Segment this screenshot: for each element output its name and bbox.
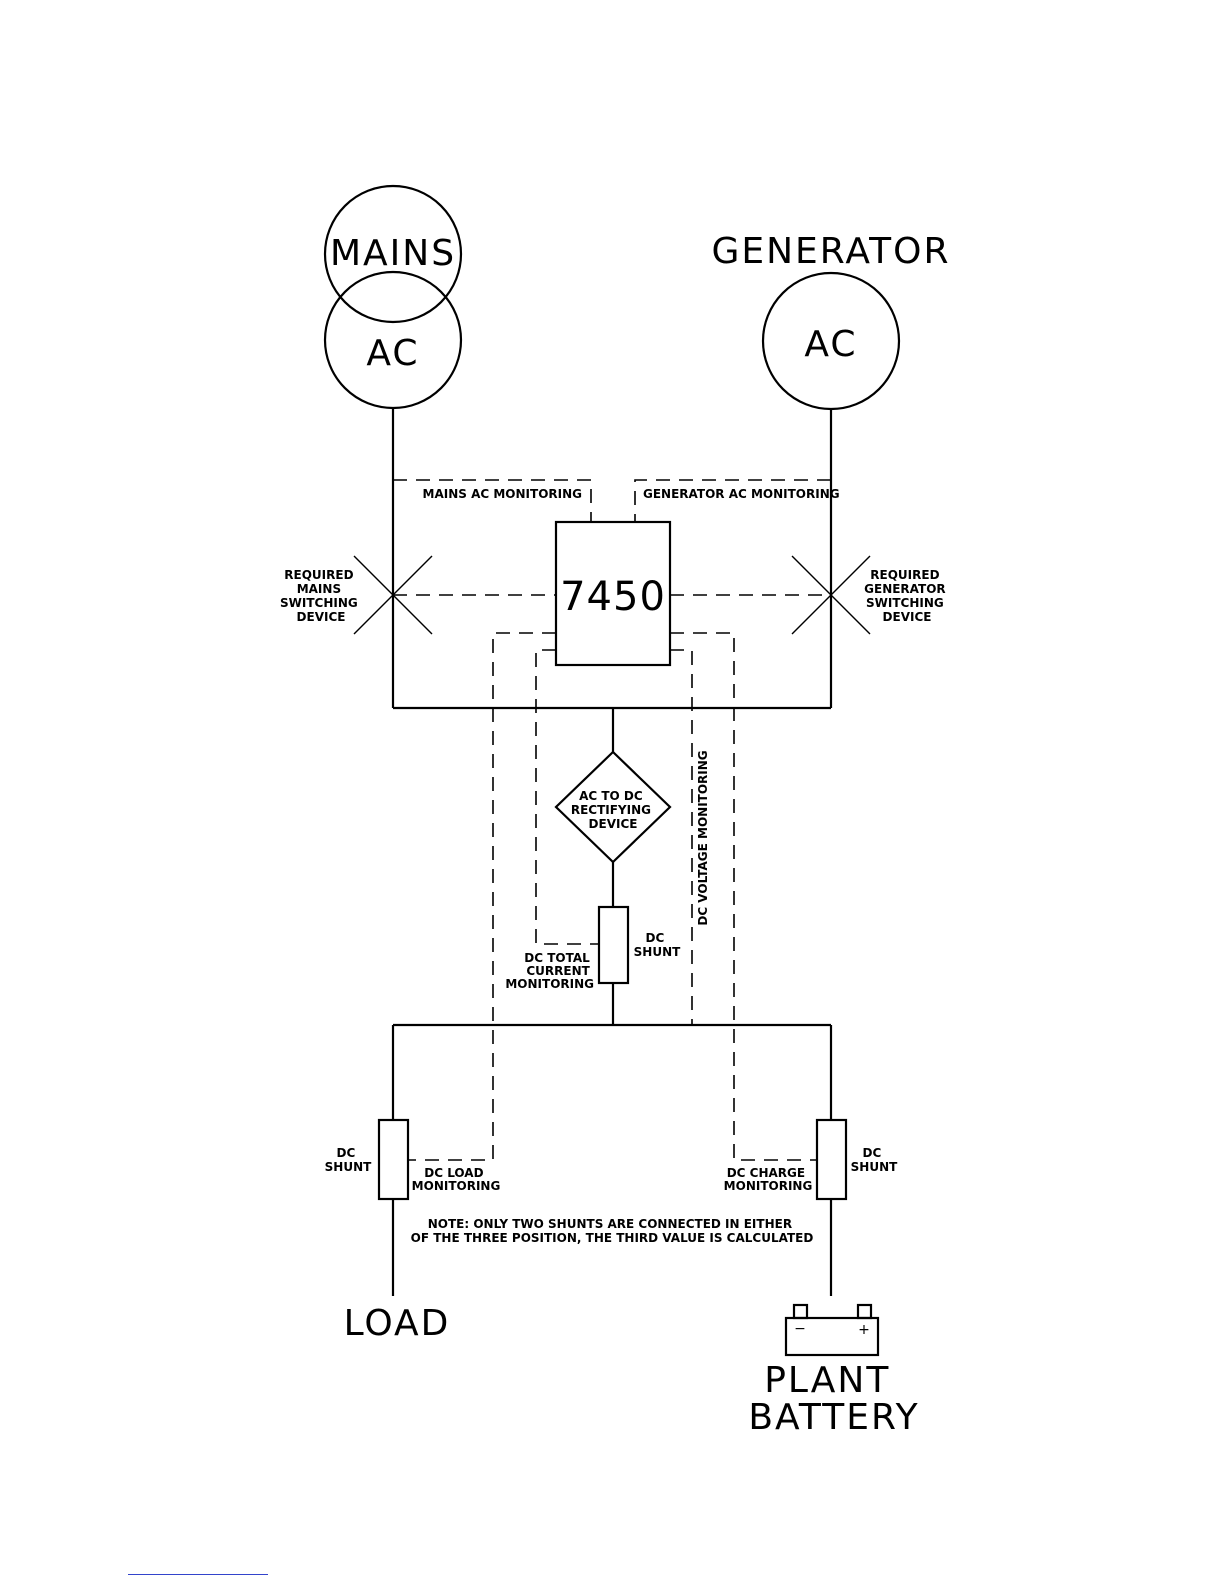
generator-title: GENERATOR [711, 231, 950, 272]
generator-source: GENERATOR AC [711, 231, 950, 411]
controller-box [554, 520, 672, 667]
center-dc-shunt: DC SHUNT [597, 905, 681, 1025]
center-shunt-label: DC SHUNT [634, 931, 681, 959]
footer-rule [128, 1574, 268, 1575]
ac-wiring [391, 408, 833, 752]
controller-7450: 7450 [554, 520, 672, 667]
charge-shunt-label: DC SHUNT [851, 1146, 898, 1174]
charge-dc-shunt: DC SHUNT DC CHARGE MONITORING [724, 1118, 898, 1296]
controller-label: 7450 [560, 574, 666, 620]
mains-source: MAINS AC [323, 184, 463, 410]
plant-battery-label: PLANT BATTERY [748, 1360, 919, 1438]
mains-circle [323, 184, 463, 324]
center-shunt-box [597, 905, 630, 985]
generator-switching-label: REQUIRED GENERATOR SWITCHING DEVICE [864, 568, 950, 624]
plant-battery: − + PLANT BATTERY [748, 1303, 919, 1438]
mains-ac-monitoring-label: MAINS AC MONITORING [423, 487, 582, 501]
generator-ac-monitoring-label: GENERATOR AC MONITORING [643, 487, 840, 501]
load-shunt-label: DC SHUNT [325, 1146, 372, 1174]
battery-icon [784, 1303, 880, 1357]
battery-minus-sign: − [794, 1321, 806, 1337]
dc-total-current-label: DC TOTAL CURRENT MONITORING [505, 951, 594, 991]
generator-switching-device: REQUIRED GENERATOR SWITCHING DEVICE [791, 555, 950, 635]
generator-ac-label: AC [804, 324, 857, 365]
mains-switching-device: REQUIRED MAINS SWITCHING DEVICE [280, 555, 433, 635]
rectifier-device: AC TO DC RECTIFYING DEVICE [554, 750, 672, 907]
load-shunt-box [377, 1118, 410, 1201]
charge-shunt-box [815, 1118, 848, 1201]
mains-ac-label: AC [366, 333, 419, 374]
dc-load-monitoring-label: DC LOAD MONITORING [412, 1166, 501, 1193]
ac-monitoring-taps: MAINS AC MONITORING GENERATOR AC MONITOR… [393, 479, 840, 522]
dc-bus [391, 1023, 833, 1120]
load-dc-shunt: DC SHUNT DC LOAD MONITORING LOAD [325, 1118, 501, 1344]
rectifier-label: AC TO DC RECTIFYING DEVICE [571, 789, 655, 831]
dc-voltage-monitoring-label: DC VOLTAGE MONITORING [696, 750, 710, 925]
mains-switching-label: REQUIRED MAINS SWITCHING DEVICE [280, 568, 362, 624]
battery-plus-sign: + [858, 1322, 870, 1338]
load-label: LOAD [344, 1303, 451, 1344]
mains-title: MAINS [330, 233, 456, 274]
shunt-note: NOTE: ONLY TWO SHUNTS ARE CONNECTED IN E… [411, 1217, 814, 1245]
dc-monitoring-lines: DC TOTAL CURRENT MONITORING DC VOLTAGE M… [408, 632, 817, 1161]
dc-charge-monitoring-label: DC CHARGE MONITORING [724, 1166, 813, 1193]
